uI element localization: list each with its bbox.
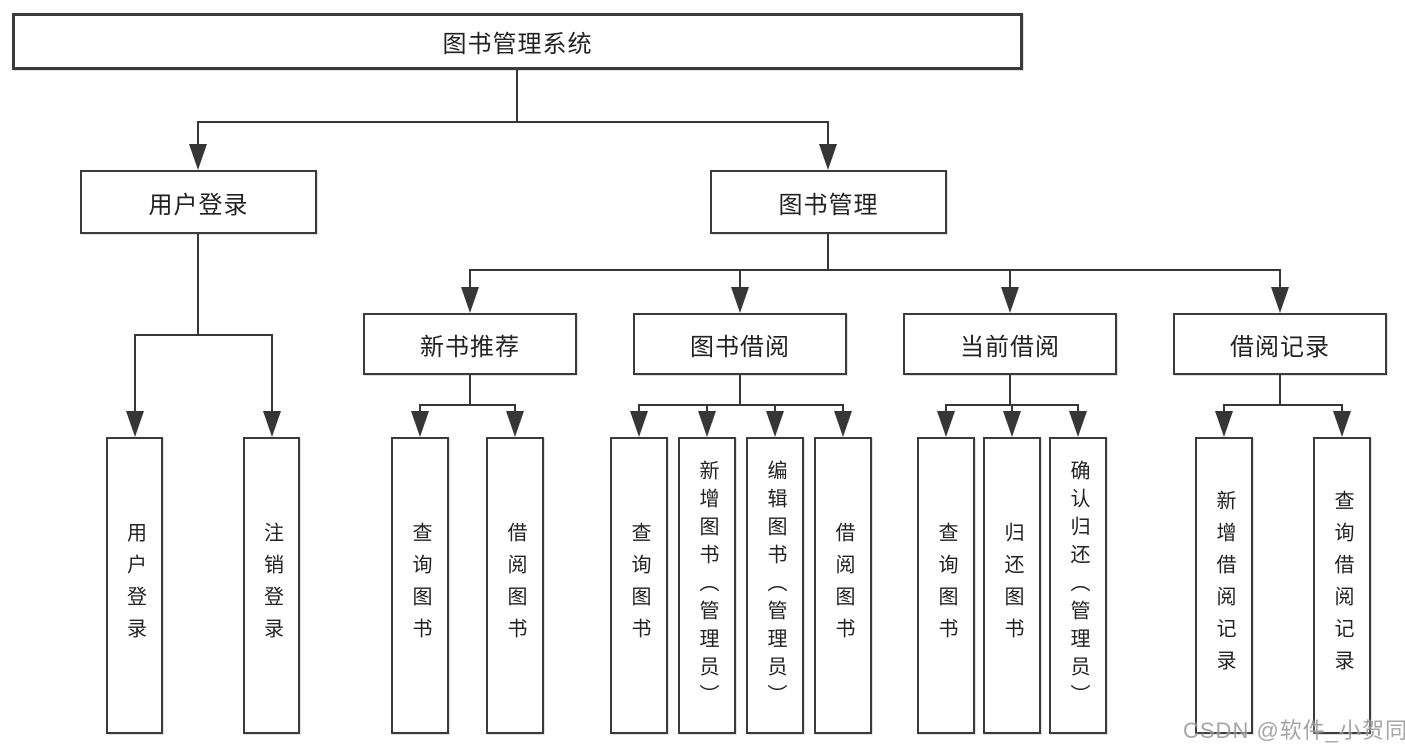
node-user-login: 用户登录: [80, 170, 317, 234]
node-label: 用户登录: [148, 191, 249, 219]
connector-line: [197, 121, 199, 146]
arrowhead-down-icon: [834, 411, 852, 437]
connector-line: [706, 404, 708, 413]
connector-line: [1279, 375, 1281, 406]
leaf-label: 归还图书: [1001, 521, 1023, 650]
connector-line: [197, 121, 829, 123]
node-book-borrowing: 图书借阅: [633, 313, 847, 375]
connector-line: [739, 269, 741, 287]
leaf-label: 注销登录: [260, 521, 283, 650]
connector-line: [774, 404, 776, 413]
leaf-borrow-books-recommend: 借阅图书: [486, 437, 544, 734]
connector-line: [639, 404, 844, 406]
connector-line: [1224, 404, 1343, 406]
leaf-label: 编辑图书（管理员）: [764, 459, 786, 712]
connector-line: [1223, 404, 1225, 413]
node-borrowing-records: 借阅记录: [1173, 313, 1387, 375]
leaf-query-books-recommend: 查询图书: [391, 437, 449, 734]
arrowhead-down-icon: [819, 144, 837, 170]
leaf-query-books-current: 查询图书: [917, 437, 975, 734]
arrowhead-down-icon: [126, 411, 144, 437]
arrowhead-down-icon: [506, 411, 524, 437]
connector-line: [638, 404, 640, 413]
leaf-edit-books-admin: 编辑图书（管理员）: [746, 437, 804, 734]
arrowhead-down-icon: [937, 411, 955, 437]
arrowhead-down-icon: [263, 411, 281, 437]
connector-line: [1077, 404, 1079, 413]
connector-line: [842, 404, 844, 413]
node-label: 当前借阅: [960, 333, 1060, 361]
leaf-label: 查询图书: [935, 521, 957, 650]
leaf-label: 查询图书: [409, 521, 431, 650]
leaf-label: 借阅图书: [504, 521, 526, 650]
node-current-borrowing: 当前借阅: [903, 313, 1117, 375]
node-label: 图书管理: [778, 191, 879, 219]
connector-line: [1009, 269, 1011, 287]
connector-line: [419, 404, 421, 413]
connector-line: [1279, 269, 1281, 287]
connector-line: [827, 121, 829, 146]
arrowhead-down-icon: [630, 411, 648, 437]
node-label: 新书推荐: [420, 333, 520, 361]
arrowhead-down-icon: [731, 287, 749, 313]
connector-line: [271, 334, 273, 411]
leaf-confirm-return-admin: 确认归还（管理员）: [1049, 437, 1107, 734]
node-label: 图书借阅: [690, 333, 790, 361]
connector-line: [945, 404, 947, 413]
connector-line: [134, 334, 273, 336]
connector-line: [827, 234, 829, 271]
connector-line: [420, 404, 516, 406]
arrowhead-down-icon: [1215, 411, 1233, 437]
connector-line: [134, 334, 136, 411]
arrowhead-down-icon: [1003, 411, 1021, 437]
arrowhead-down-icon: [698, 411, 716, 437]
arrowhead-down-icon: [189, 144, 207, 170]
leaf-label: 新增借阅记录: [1213, 489, 1235, 682]
leaf-borrow-books-borrowing: 借阅图书: [814, 437, 872, 734]
leaf-query-books-borrowing: 查询图书: [610, 437, 668, 734]
node-label: 借阅记录: [1230, 333, 1330, 361]
node-book-management: 图书管理: [710, 170, 947, 234]
arrowhead-down-icon: [1271, 287, 1289, 313]
connector-line: [514, 404, 516, 413]
leaf-query-borrow-record: 查询借阅记录: [1313, 437, 1371, 734]
connector-line: [469, 269, 471, 287]
leaf-label: 用户登录: [123, 521, 146, 650]
node-label: 图书管理系统: [442, 31, 593, 58]
leaf-add-borrow-record: 新增借阅记录: [1195, 437, 1253, 734]
connector-line: [516, 70, 518, 121]
node-library-management-system: 图书管理系统: [12, 13, 1023, 70]
connector-line: [1341, 404, 1343, 413]
connector-line: [1011, 404, 1013, 413]
connector-line: [1009, 375, 1011, 406]
leaf-label: 查询借阅记录: [1331, 489, 1353, 682]
connector-line: [739, 375, 741, 406]
leaf-return-books: 归还图书: [983, 437, 1041, 734]
arrowhead-down-icon: [411, 411, 429, 437]
arrowhead-down-icon: [1069, 411, 1087, 437]
leaf-label: 查询图书: [628, 521, 650, 650]
leaf-label: 新增图书（管理员）: [696, 459, 718, 712]
node-new-book-recommend: 新书推荐: [363, 313, 577, 375]
leaf-label: 确认归还（管理员）: [1067, 459, 1089, 712]
leaf-add-books-admin: 新增图书（管理员）: [678, 437, 736, 734]
leaf-logout: 注销登录: [243, 437, 300, 734]
arrowhead-down-icon: [1001, 287, 1019, 313]
leaf-label: 借阅图书: [832, 521, 854, 650]
leaf-user-login: 用户登录: [106, 437, 163, 734]
connector-line: [469, 375, 471, 406]
arrowhead-down-icon: [766, 411, 784, 437]
connector-line: [470, 269, 1281, 271]
csdn-watermark: CSDN @软件_小贺同学: [1183, 718, 1405, 743]
connector-line: [197, 234, 199, 336]
arrowhead-down-icon: [1333, 411, 1351, 437]
arrowhead-down-icon: [461, 287, 479, 313]
